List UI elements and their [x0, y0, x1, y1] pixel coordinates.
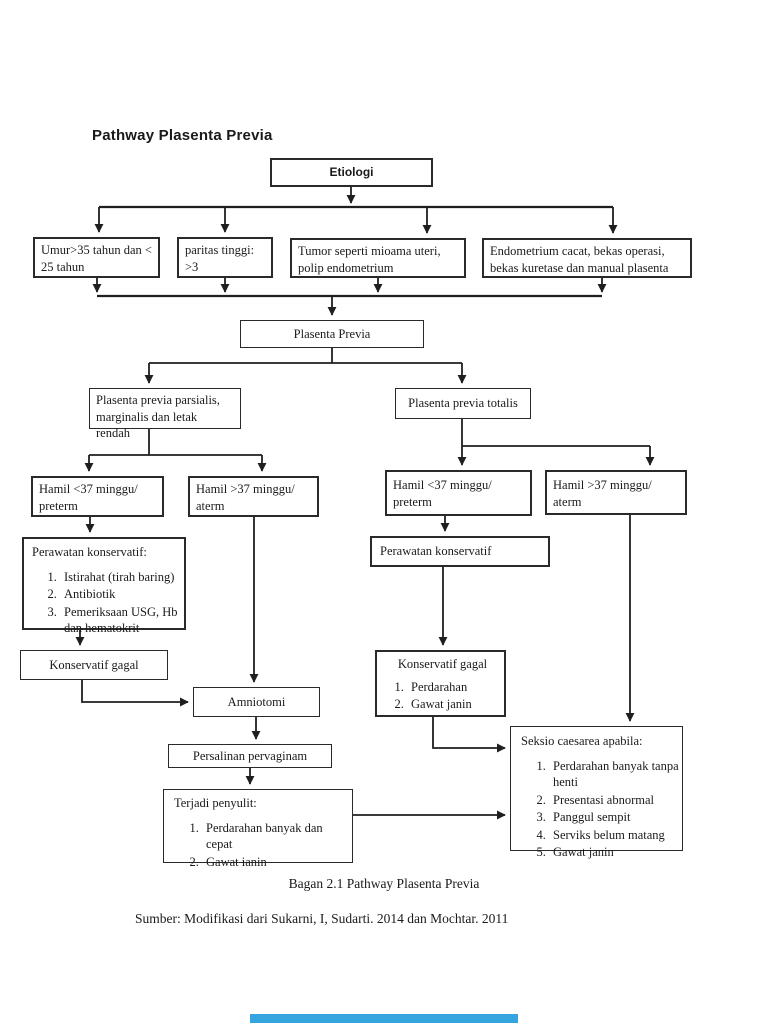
node-cause-paritas: paritas tinggi: >3 — [177, 237, 273, 278]
node-cause-endometrium: Endometrium cacat, bekas operasi, bekas … — [482, 238, 692, 278]
node-etiologi-label: Etiologi — [329, 164, 374, 179]
perawatan-list: Istirahat (tirah baring) Antibiotik Peme… — [32, 569, 180, 637]
list-item: Pemeriksaan USG, Hb dan hematokrit — [60, 604, 180, 637]
konservatif-gagal-list: Perdarahan Gawat janin — [383, 679, 502, 713]
penyulit-list: Perdarahan banyak dan cepat Gawat ianin — [174, 820, 348, 871]
node-previa-parsialis: Plasenta previa parsialis, marginalis da… — [89, 388, 241, 440]
list-item: Antibiotik — [60, 586, 180, 603]
list-item: Perdarahan banyak dan cepat — [202, 820, 348, 853]
list-item: Gawat janin — [549, 844, 680, 861]
scroll-indicator-bar[interactable] — [250, 1014, 518, 1023]
list-item: Perdarahan banyak tanpa henti — [549, 758, 680, 791]
node-terjadi-penyulit: Terjadi penyulit: Perdarahan banyak dan … — [163, 789, 353, 869]
node-konservatif-gagal-right: Konservatif gagal Perdarahan Gawat janin — [375, 650, 506, 717]
node-konservatif-gagal-left: Konservatif gagal — [20, 650, 168, 680]
node-perawatan-konservatif-right: Perawatan konservatif — [370, 536, 550, 567]
node-hamil-aterm-right: Hamil >37 minggu/ aterm — [545, 470, 687, 515]
list-item: Panggul sempit — [549, 809, 680, 826]
figure-source: Sumber: Modifikasi dari Sukarni, I, Suda… — [135, 911, 509, 926]
node-heading: Seksio caesarea apabila: — [521, 734, 643, 748]
node-cause-tumor: Tumor seperti mioama uteri, polip endome… — [290, 238, 466, 278]
node-etiologi: Etiologi — [270, 158, 433, 187]
list-item: Gawat janin — [407, 696, 502, 713]
figure-caption: Bagan 2.1 Pathway Plasenta Previa — [288, 876, 480, 891]
node-heading: Konservatif gagal — [397, 657, 488, 671]
node-perawatan-konservatif-left: Perawatan konservatif: Istirahat (tirah … — [22, 537, 186, 635]
node-heading: Perawatan konservatif: — [32, 545, 147, 559]
node-persalinan-pervaginam: Persalinan pervaginam — [168, 744, 332, 768]
list-item: Gawat ianin — [202, 854, 348, 871]
list-item: Presentasi abnormal — [549, 792, 680, 809]
node-hamil-preterm-left: Hamil <37 minggu/ preterm — [31, 476, 164, 517]
list-item: Istirahat (tirah baring) — [60, 569, 180, 586]
node-hamil-preterm-right: Hamil <37 minggu/ preterm — [385, 470, 532, 516]
node-cause-umur: Umur>35 tahun dan < 25 tahun — [33, 237, 160, 278]
list-item: Serviks belum matang — [549, 827, 680, 844]
node-plasenta-previa: Plasenta Previa — [240, 320, 424, 348]
seksio-list: Perdarahan banyak tanpa henti Presentasi… — [521, 758, 680, 861]
node-seksio-caesarea: Seksio caesarea apabila: Perdarahan bany… — [510, 726, 683, 859]
node-heading: Terjadi penyulit: — [174, 796, 257, 810]
page-title: Pathway Plasenta Previa — [92, 127, 273, 144]
node-hamil-aterm-left: Hamil >37 minggu/ aterm — [188, 476, 319, 517]
node-previa-totalis: Plasenta previa totalis — [395, 388, 531, 419]
list-item: Perdarahan — [407, 679, 502, 696]
node-amniotomi: Amniotomi — [193, 687, 320, 717]
